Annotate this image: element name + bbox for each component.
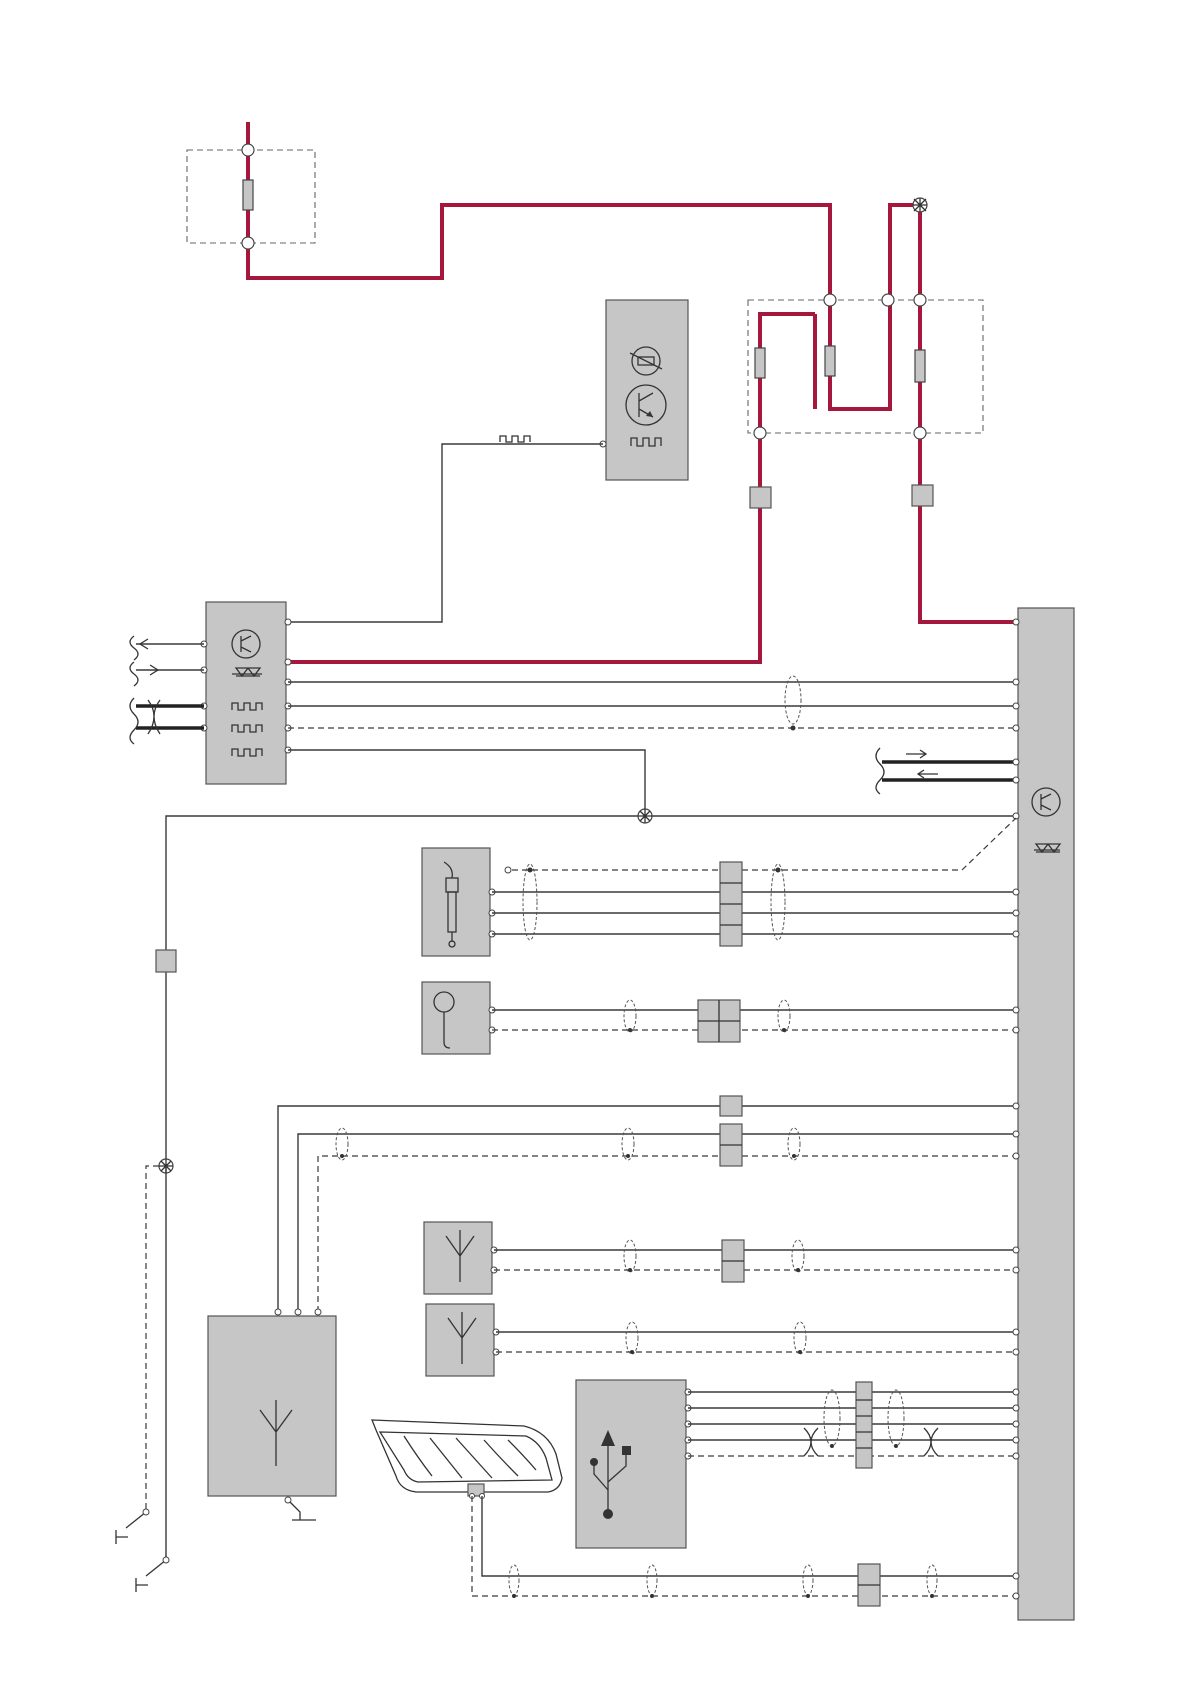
connector [720,1096,742,1116]
control-module-left [201,602,291,784]
microphone [422,982,495,1054]
fuse-icon [825,346,835,376]
antenna-module-2 [426,1304,499,1376]
antenna-module-1-wires [494,1240,1019,1282]
fuse-box-right [748,198,983,439]
display-wires [472,1496,1019,1606]
pulse-signal-icon [500,436,530,442]
antenna-amplifier-wires [278,1096,1019,1312]
audio-jack [422,848,495,956]
antenna-amplifier [208,1309,336,1520]
main-control-unit [1018,608,1074,1620]
ground-icon [290,1502,316,1520]
bus-wires-top [288,619,1019,816]
audio-jack-wires [492,818,1019,946]
antenna-module-2-wires [496,1322,1019,1355]
fuse-box-top [187,144,315,249]
left-external-wires [130,636,204,744]
fuse-icon [243,180,253,210]
fuse-icon [755,348,765,378]
main-external-wires [876,748,1019,794]
microphone-wires [492,1000,1019,1042]
connector [912,485,933,506]
connector [156,950,176,972]
usb-wires [688,1382,1019,1468]
sensor-module [600,300,688,480]
antenna-module-1 [424,1222,497,1294]
fuse-icon [915,350,925,382]
usb-hub [576,1380,691,1548]
connector [856,1382,872,1468]
display-panel [372,1420,562,1499]
connector [750,487,771,508]
